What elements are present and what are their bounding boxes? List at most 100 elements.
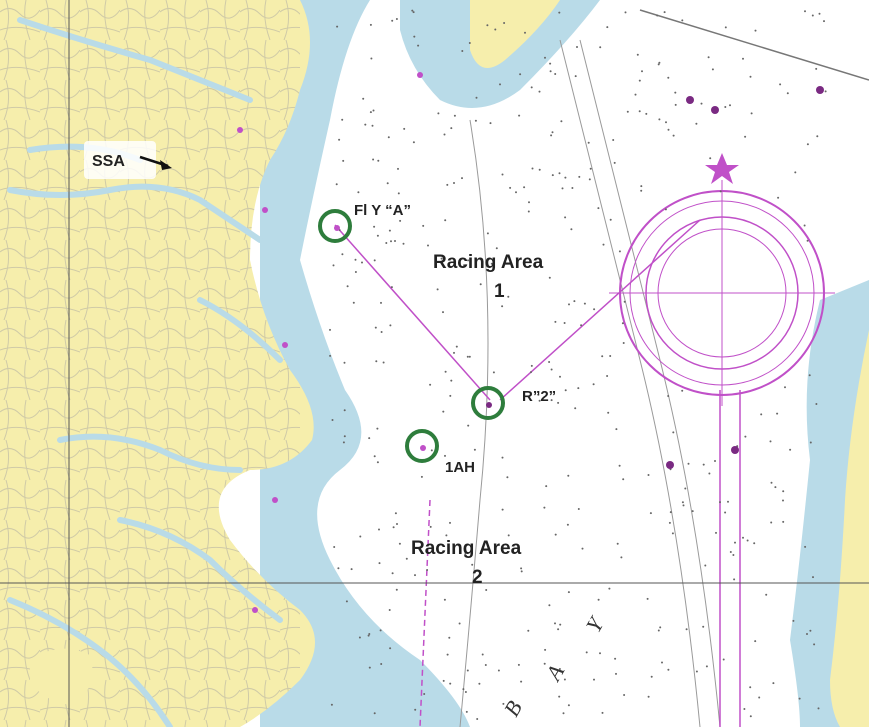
- sounding-dot: [486, 24, 489, 27]
- sounding-dot: [661, 661, 663, 664]
- sounding-dot: [618, 464, 621, 467]
- sounding-dot: [429, 525, 432, 528]
- sounding-dot: [394, 240, 396, 242]
- sounding-dot: [543, 506, 546, 509]
- sounding-dot: [550, 368, 553, 371]
- sounding-dot: [815, 67, 818, 70]
- sounding-dot: [681, 501, 684, 504]
- sounding-dot: [551, 174, 554, 177]
- compass-rose: [609, 153, 835, 406]
- sounding-dot: [414, 574, 416, 577]
- sounding-dot: [388, 609, 391, 611]
- sounding-dot: [391, 19, 394, 22]
- sounding-dot: [336, 25, 339, 28]
- sounding-dot: [682, 504, 685, 507]
- sounding-dot: [729, 104, 731, 107]
- sounding-dot: [669, 511, 672, 514]
- sounding-dot: [388, 229, 391, 232]
- sounding-dot: [364, 123, 367, 126]
- sounding-dot: [704, 564, 707, 567]
- sounding-dot: [537, 393, 540, 396]
- sounding-dot: [597, 598, 600, 601]
- sounding-dot: [663, 11, 666, 14]
- sounding-dot: [668, 521, 671, 524]
- sounding-dot: [613, 161, 616, 164]
- sounding-dot: [609, 218, 612, 221]
- sounding-dot: [554, 533, 557, 536]
- mark-1ah[interactable]: [405, 429, 439, 463]
- sounding-dot: [672, 134, 675, 137]
- sounding-dot: [548, 276, 551, 279]
- sounding-dot: [687, 462, 690, 465]
- sounding-dot: [427, 244, 429, 247]
- sounding-dot: [782, 499, 784, 502]
- sounding-dot: [812, 576, 814, 579]
- sounding-dot: [550, 134, 553, 137]
- sounding-dot: [445, 534, 448, 537]
- sounding-dot: [641, 70, 643, 73]
- ssa-callout: SSA: [84, 141, 172, 179]
- sounding-dot: [444, 454, 446, 457]
- sounding-dot: [420, 475, 423, 478]
- sounding-dot: [671, 532, 674, 535]
- sounding-dot: [599, 46, 602, 49]
- sounding-dot: [466, 669, 469, 672]
- sounding-dot: [544, 56, 546, 59]
- sounding-dot: [583, 302, 586, 305]
- sounding-dot: [345, 600, 348, 603]
- sounding-dot: [527, 629, 530, 632]
- sounding-dot: [744, 435, 747, 438]
- sounding-dot: [685, 628, 688, 631]
- sounding-dot: [412, 11, 415, 14]
- sounding-dot: [468, 355, 471, 358]
- sounding-dot: [385, 242, 388, 244]
- sounding-dot: [373, 712, 376, 715]
- sounding-dot: [357, 191, 360, 194]
- mark-fl-y-a[interactable]: [318, 209, 352, 243]
- sounding-dot: [585, 651, 588, 654]
- sounding-dot: [443, 598, 446, 601]
- sounding-dot: [719, 501, 721, 504]
- sounding-dot: [429, 383, 432, 386]
- sounding-dot: [398, 542, 401, 545]
- mark-r2[interactable]: [471, 386, 505, 420]
- sounding-dot: [667, 668, 670, 671]
- sounding-dot: [749, 715, 752, 718]
- sounding-dot: [645, 112, 648, 115]
- sounding-dot: [794, 171, 797, 174]
- sounding-dot: [396, 523, 398, 525]
- sounding-dot: [362, 97, 365, 100]
- sounding-dot: [557, 628, 560, 631]
- sounding-dot: [744, 135, 747, 138]
- sounding-dot: [490, 262, 493, 265]
- sounding-dot: [823, 20, 825, 23]
- sounding-dot: [499, 83, 501, 86]
- sounding-dot: [624, 11, 627, 14]
- sounding-dot: [806, 633, 808, 635]
- sounding-dot: [520, 567, 523, 570]
- sounding-dot: [674, 91, 677, 94]
- sounding-dot: [567, 704, 570, 707]
- sounding-dot: [657, 63, 660, 66]
- sounding-dot: [623, 300, 626, 303]
- sounding-dot: [623, 694, 626, 696]
- sounding-dot: [517, 663, 520, 666]
- racing-area-1-number: 1: [494, 281, 505, 302]
- sounding-dot: [724, 106, 727, 108]
- sounding-dot: [350, 568, 353, 571]
- sounding-dot: [578, 175, 581, 178]
- sounding-dot: [485, 589, 488, 591]
- sounding-dot: [732, 554, 735, 556]
- sounding-dot: [423, 693, 426, 695]
- sounding-dot: [395, 588, 398, 591]
- sounding-dot: [577, 508, 580, 510]
- sounding-dot: [558, 11, 561, 14]
- sounding-dot: [724, 511, 727, 514]
- sounding-dot: [468, 42, 471, 44]
- sounding-dot: [449, 394, 452, 397]
- sounding-dot: [375, 360, 378, 363]
- fl-y-a-label: Fl Y “A”: [354, 202, 411, 219]
- sounding-dot: [658, 118, 661, 121]
- sounding-dot: [548, 604, 551, 607]
